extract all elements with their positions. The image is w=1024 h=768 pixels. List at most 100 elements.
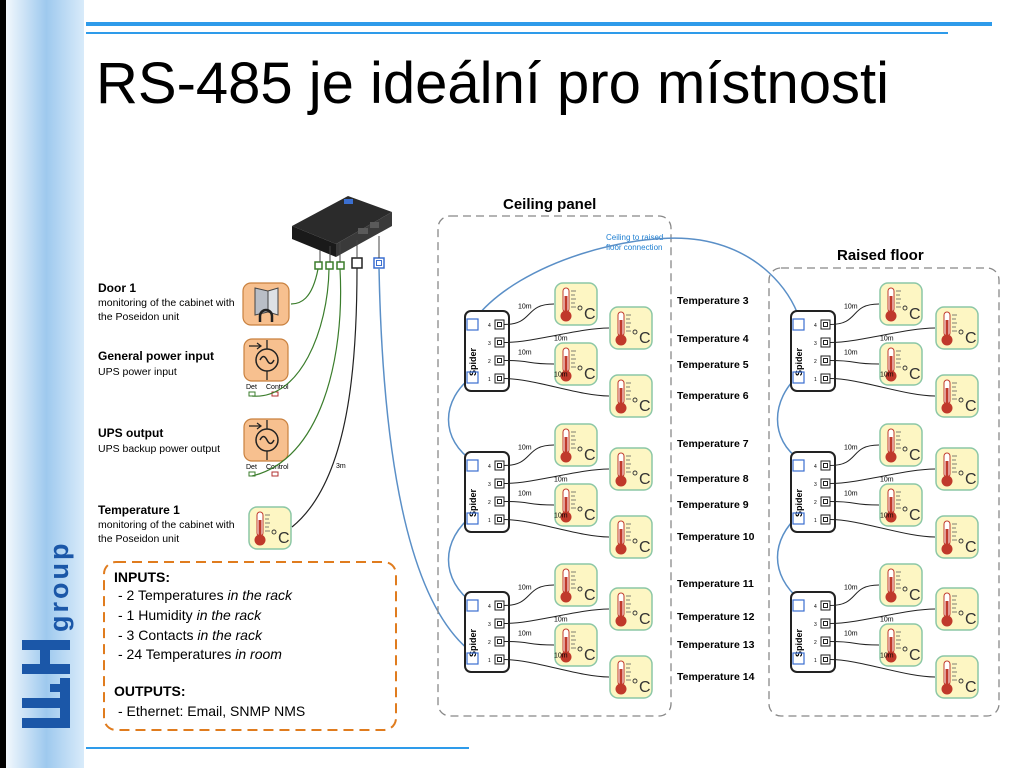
thermometer-icon (609, 374, 653, 418)
device-desc: the Poseidon unit (98, 533, 179, 545)
ceiling-panel-area: Ceiling panel (437, 196, 672, 717)
device-title: Temperature 1 (98, 503, 180, 517)
top-accent-line (86, 22, 992, 26)
ceiling-panel-title: Ceiling panel (503, 196, 596, 213)
unit-connectors (314, 236, 385, 270)
sensor-lead (503, 303, 555, 325)
temperature-label: Temperature 13 (677, 639, 755, 651)
input-item-1: - 2 Temperatures in the rack (118, 587, 293, 603)
cable-length-label: 10m (554, 653, 568, 660)
device-general-power-input: General power input UPS power input Det … (98, 338, 289, 397)
sensor-lead (829, 444, 880, 466)
thermometer-icon (609, 587, 653, 631)
door-icon (242, 282, 290, 326)
logo-group-text: group (44, 541, 74, 632)
spider-unit (464, 451, 510, 533)
thermometer-icon (554, 282, 598, 326)
cable-length-label: 10m (844, 350, 858, 357)
cable-length-label: 10m (554, 372, 568, 379)
sensor-lead (503, 378, 610, 397)
device-desc: UPS power input (98, 366, 177, 378)
hw-letters (22, 640, 70, 728)
output-item-1: - Ethernet: Email, SNMP NMS (118, 703, 305, 719)
thermometer-icon (554, 342, 598, 386)
thermometer-icon (609, 515, 653, 559)
control-label: Control (266, 464, 289, 471)
sensor-lead (829, 303, 880, 325)
cable-length-label: 10m (554, 513, 568, 520)
thermometer-icon (609, 306, 653, 350)
temperature-label: Temperature 10 (677, 531, 755, 543)
hwgroup-logo: group (22, 541, 74, 728)
info-box: INPUTS: - 2 Temperatures in the rack - 1… (103, 561, 397, 731)
sensor-lead (829, 378, 936, 397)
sensor-network: 10m 10m 10m 10m 10m 10m 10m 10m 10m 10m 10m 10m 10m 1… (464, 282, 979, 699)
cable-length-label: 10m (880, 372, 894, 379)
sensor-lead (503, 360, 555, 365)
cable-length-label: 10m (880, 617, 894, 624)
det-label: Det (246, 384, 257, 391)
cable-length-label: 10m (880, 653, 894, 660)
thermometer-icon (879, 483, 923, 527)
spider-unit (790, 310, 836, 392)
thermometer-icon (879, 623, 923, 667)
input-item-2: - 1 Humidity in the rack (118, 607, 262, 623)
cable-length-label: 10m (880, 336, 894, 343)
sensor-lead (503, 468, 610, 484)
temperature-label: Temperature 6 (677, 390, 749, 402)
cable-length-label: 10m (554, 336, 568, 343)
temperature-label: Temperature 3 (677, 295, 749, 307)
thermometer-icon (935, 447, 979, 491)
thermometer-icon (248, 506, 292, 550)
sensor-lead (503, 608, 610, 624)
thermometer-icon (609, 447, 653, 491)
connection-note: Ceiling to raised (606, 233, 663, 242)
thermometer-icon (609, 655, 653, 699)
cable-length-label: 10m (844, 445, 858, 452)
sensor-lead (503, 584, 555, 606)
thermometer-icon (879, 282, 923, 326)
sensor-lead (829, 468, 936, 484)
thermometer-icon (935, 587, 979, 631)
temperature-label: Temperature 8 (677, 473, 749, 485)
cable-length-label: 10m (880, 513, 894, 520)
spider-unit (464, 310, 510, 392)
sensor-lead (503, 327, 610, 343)
det-label: Det (246, 464, 257, 471)
cable-length-label: 10m (518, 445, 532, 452)
cable-length-label: 3m (336, 463, 346, 470)
device-desc: monitoring of the cabinet with (98, 297, 235, 309)
thermometer-icon (554, 423, 598, 467)
thermometer-icon (879, 563, 923, 607)
device-desc: UPS backup power output (98, 443, 220, 455)
sensor-lead (829, 641, 880, 646)
sensor-lead (829, 659, 936, 678)
cable-length-label: 10m (518, 585, 532, 592)
cable-length-label: 10m (518, 304, 532, 311)
spider-unit (790, 451, 836, 533)
cable-length-label: 10m (518, 631, 532, 638)
temperature-label: Temperature 11 (677, 578, 754, 590)
temperature-label: Temperature 14 (677, 671, 755, 683)
sensor-lead (829, 327, 936, 343)
sensor-lead (829, 501, 880, 506)
device-ups-output: UPS output UPS backup power output Det C… (98, 418, 289, 477)
temperature-label: Temperature 12 (677, 611, 755, 623)
cable-length-label: 10m (518, 491, 532, 498)
sensor-lead (829, 608, 936, 624)
thermometer-icon (554, 623, 598, 667)
raised-floor-area: Raised floor (768, 247, 1000, 717)
input-item-4: - 24 Temperatures in room (118, 646, 282, 662)
poseidon-unit (292, 196, 392, 257)
device-title: Door 1 (98, 281, 136, 295)
cable-length-label: 10m (518, 350, 532, 357)
sensor-lead (503, 659, 610, 678)
bottom-accent-line (86, 747, 469, 749)
temperature-label: Temperature 4 (677, 333, 749, 345)
cable-length-label: 10m (844, 585, 858, 592)
ac-power-icon (243, 418, 289, 462)
cable-length-label: 10m (554, 477, 568, 484)
device-desc: the Poseidon unit (98, 311, 179, 323)
sensor-lead (503, 641, 555, 646)
